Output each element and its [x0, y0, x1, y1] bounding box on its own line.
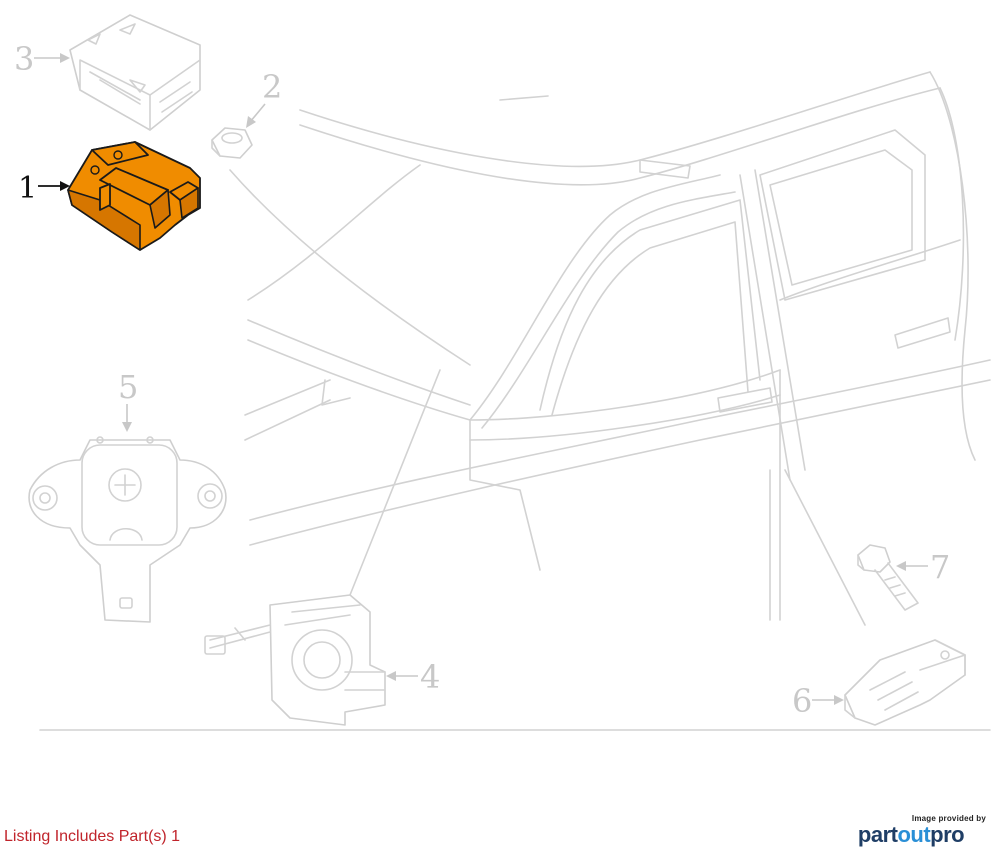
credit-caption: Image provided by — [911, 814, 986, 823]
part-1-highlighted-module — [67, 141, 201, 251]
part-2-drawing — [211, 127, 253, 159]
part-6-drawing — [844, 639, 966, 726]
callout-number-5: 5 — [118, 368, 138, 406]
callout-1: 1 — [18, 171, 70, 206]
callout-number-7: 7 — [930, 548, 950, 586]
listing-includes-text: Listing Includes Part(s) 1 — [4, 828, 181, 845]
vehicle-outline — [39, 71, 991, 731]
logo-text-out: out — [897, 822, 931, 847]
part-7-drawing — [857, 544, 919, 611]
logo-text-pro: pro — [930, 822, 965, 847]
callout-number-1: 1 — [18, 171, 37, 206]
callout-6: 6 — [792, 682, 844, 720]
image-credit: Image provided by partoutpro — [858, 814, 986, 847]
part-4-drawing — [204, 594, 386, 726]
callout-number-2: 2 — [262, 68, 282, 106]
part-5-drawing — [28, 436, 227, 623]
callout-number-4: 4 — [420, 658, 440, 696]
callout-3: 3 — [14, 40, 70, 78]
callout-7: 7 — [896, 548, 950, 586]
callout-5: 5 — [118, 368, 138, 432]
callout-number-6: 6 — [792, 682, 812, 720]
callout-4: 4 — [386, 658, 440, 696]
part-3-drawing — [69, 14, 201, 131]
logo-text-part: part — [857, 822, 898, 847]
partoutpro-logo: partoutpro — [858, 823, 986, 847]
callout-number-3: 3 — [14, 40, 34, 78]
callout-2: 2 — [246, 68, 282, 128]
